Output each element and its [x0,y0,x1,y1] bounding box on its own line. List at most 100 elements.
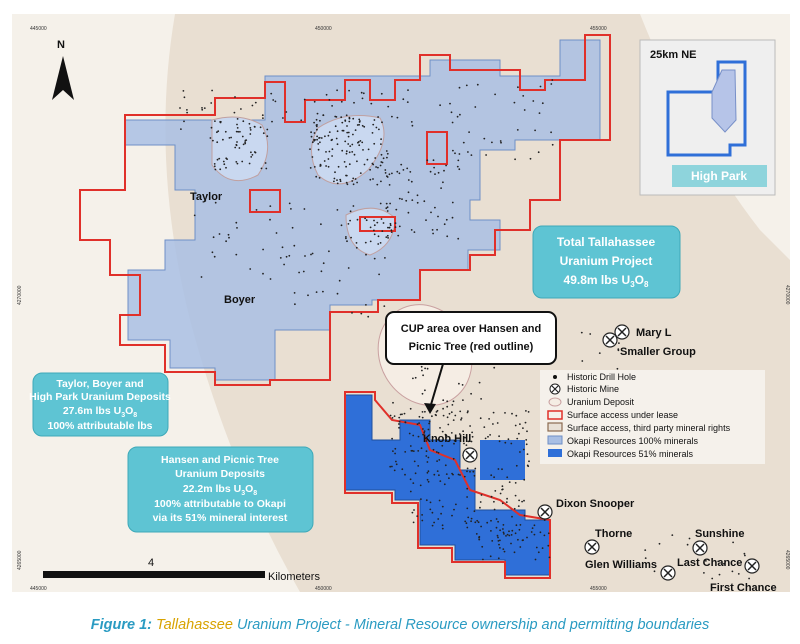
drill-hole-dot [394,452,396,455]
drill-hole-dot [503,533,505,535]
drill-hole-dot [644,549,647,551]
legend-item-lease: Surface access under lease [567,410,678,420]
drill-hole-dot [361,141,364,144]
place-name-glen-williams: Glen Williams [585,559,657,571]
drill-hole-dot [386,206,389,209]
drill-hole-dot [373,142,376,145]
drill-hole-dot [285,255,288,258]
drill-hole-dot [353,101,355,104]
drill-hole-dot [371,132,374,134]
drill-hole-dot [328,150,331,153]
drill-hole-dot [581,360,584,362]
drill-hole-dot [409,445,412,447]
cup-line-2: Picnic Tree (red outline) [409,341,534,353]
drill-hole-dot [325,93,328,96]
drill-hole-dot [453,508,455,511]
drill-hole-dot [467,151,469,153]
drill-hole-dot [524,421,527,424]
drill-hole-dot [470,440,473,443]
drill-hole-dot [357,141,360,143]
grid-label-left-top: 4270000 [17,285,23,305]
drill-hole-dot [530,531,533,533]
drill-hole-dot [519,546,522,548]
drill-hole-dot [421,411,424,413]
drill-hole-dot [288,202,291,205]
drill-hole-dot [447,423,450,426]
drill-hole-dot [241,160,244,163]
drill-hole-dot [316,138,318,141]
drill-hole-dot [346,240,348,243]
drill-hole-dot [748,577,750,580]
drill-hole-dot [523,109,526,111]
drill-hole-dot [358,118,361,121]
drill-hole-dot [363,163,366,166]
drill-hole-dot [493,366,496,369]
drill-hole-dot [434,413,437,416]
place-name-taylor: Taylor [190,191,223,203]
drill-hole-dot [345,237,347,240]
drill-hole-dot [423,431,426,434]
drill-hole-dot [300,119,303,122]
drill-hole-dot [348,163,351,166]
drill-hole-dot [336,89,338,92]
drill-hole-dot [533,533,536,536]
drill-hole-dot [344,140,347,143]
drill-hole-dot [671,534,674,536]
drill-hole-dot [446,235,449,238]
drill-hole-dot [303,98,306,101]
drill-hole-dot [541,102,544,105]
drill-hole-dot [336,292,339,295]
drill-hole-dot [235,161,238,163]
cup-line-1: CUP area over Hansen and [401,323,541,335]
place-name-last-chance: Last Chance [677,557,742,569]
drill-hole-dot [424,389,426,392]
drill-hole-dot [522,95,525,97]
drill-hole-dot [743,552,746,555]
drill-hole-dot [426,461,429,463]
drill-hole-dot [517,86,519,89]
drill-hole-dot [460,417,463,419]
drill-hole-dot [438,474,440,477]
drill-hole-dot [348,89,350,92]
drill-hole-dot [525,410,527,412]
drill-hole-dot [304,255,306,257]
total-box-bg [532,225,681,299]
drill-hole-dot [653,570,656,573]
drill-hole-dot [543,519,546,521]
drill-hole-dot [351,312,353,314]
hansen-deposits-box: Hansen and Picnic Tree Uranium Deposits … [127,446,314,533]
drill-hole-dot [373,119,376,121]
drill-hole-dot [451,121,454,124]
drill-hole-dot [322,114,325,117]
drill-hole-dot [375,126,378,129]
drill-hole-dot [483,137,486,140]
drill-hole-dot [412,521,415,524]
drill-hole-dot [488,418,490,420]
drill-hole-dot [497,557,500,560]
drill-hole-dot [335,137,338,140]
drill-hole-dot [310,135,313,138]
drill-hole-dot [466,496,468,498]
drill-hole-dot [359,140,362,142]
cup-arrow-line [429,363,444,409]
drill-hole-dot [383,305,386,307]
drill-hole-dot [478,536,481,539]
drill-hole-dot [476,519,479,522]
drill-hole-dot [236,227,238,229]
drill-hole-dot [514,482,517,484]
drill-hole-dot [435,451,438,453]
drill-hole-dot [446,405,449,408]
drill-hole-dot [274,100,277,103]
drill-hole-dot [291,226,294,229]
drill-hole-dot [442,399,445,402]
drill-hole-dot [490,495,493,498]
okapi-51-block-east [480,440,525,480]
caption-text: Uranium Project - Mineral Resource owner… [236,617,710,633]
drill-hole-dot [426,471,429,474]
drill-hole-dot [228,236,230,239]
drill-hole-dot [345,174,348,177]
drill-hole-dot [293,244,296,247]
drill-hole-dot [331,155,333,157]
drill-hole-dot [441,430,444,433]
hansen-line-5: via its 51% mineral interest [153,512,288,524]
